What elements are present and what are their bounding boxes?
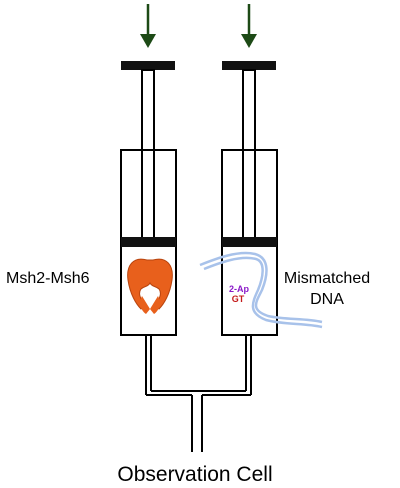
right-push-arrow bbox=[241, 4, 257, 48]
right-syringe bbox=[221, 61, 278, 395]
right-plunger-rod bbox=[242, 69, 256, 243]
left-plunger-seal bbox=[121, 237, 176, 247]
mismatch-label-gt: GT bbox=[232, 294, 245, 304]
observation-cell-label: Observation Cell bbox=[117, 463, 272, 486]
left-plunger-rod bbox=[141, 69, 155, 243]
mismatched-dna-strand bbox=[199, 251, 323, 329]
mixing-tubing bbox=[146, 390, 251, 452]
msh2-msh6-protein-icon bbox=[127, 258, 173, 314]
protein-label: Msh2-Msh6 bbox=[6, 270, 90, 287]
left-push-arrow bbox=[140, 4, 156, 48]
left-syringe bbox=[120, 61, 177, 395]
left-plunger-head bbox=[121, 61, 175, 70]
right-plunger-head bbox=[222, 61, 276, 70]
dna-label-line1: Mismatched bbox=[284, 270, 370, 287]
dna-label-line2: DNA bbox=[310, 291, 344, 308]
probe-label-2ap: 2-Ap bbox=[229, 284, 250, 294]
right-plunger-seal bbox=[222, 237, 277, 247]
